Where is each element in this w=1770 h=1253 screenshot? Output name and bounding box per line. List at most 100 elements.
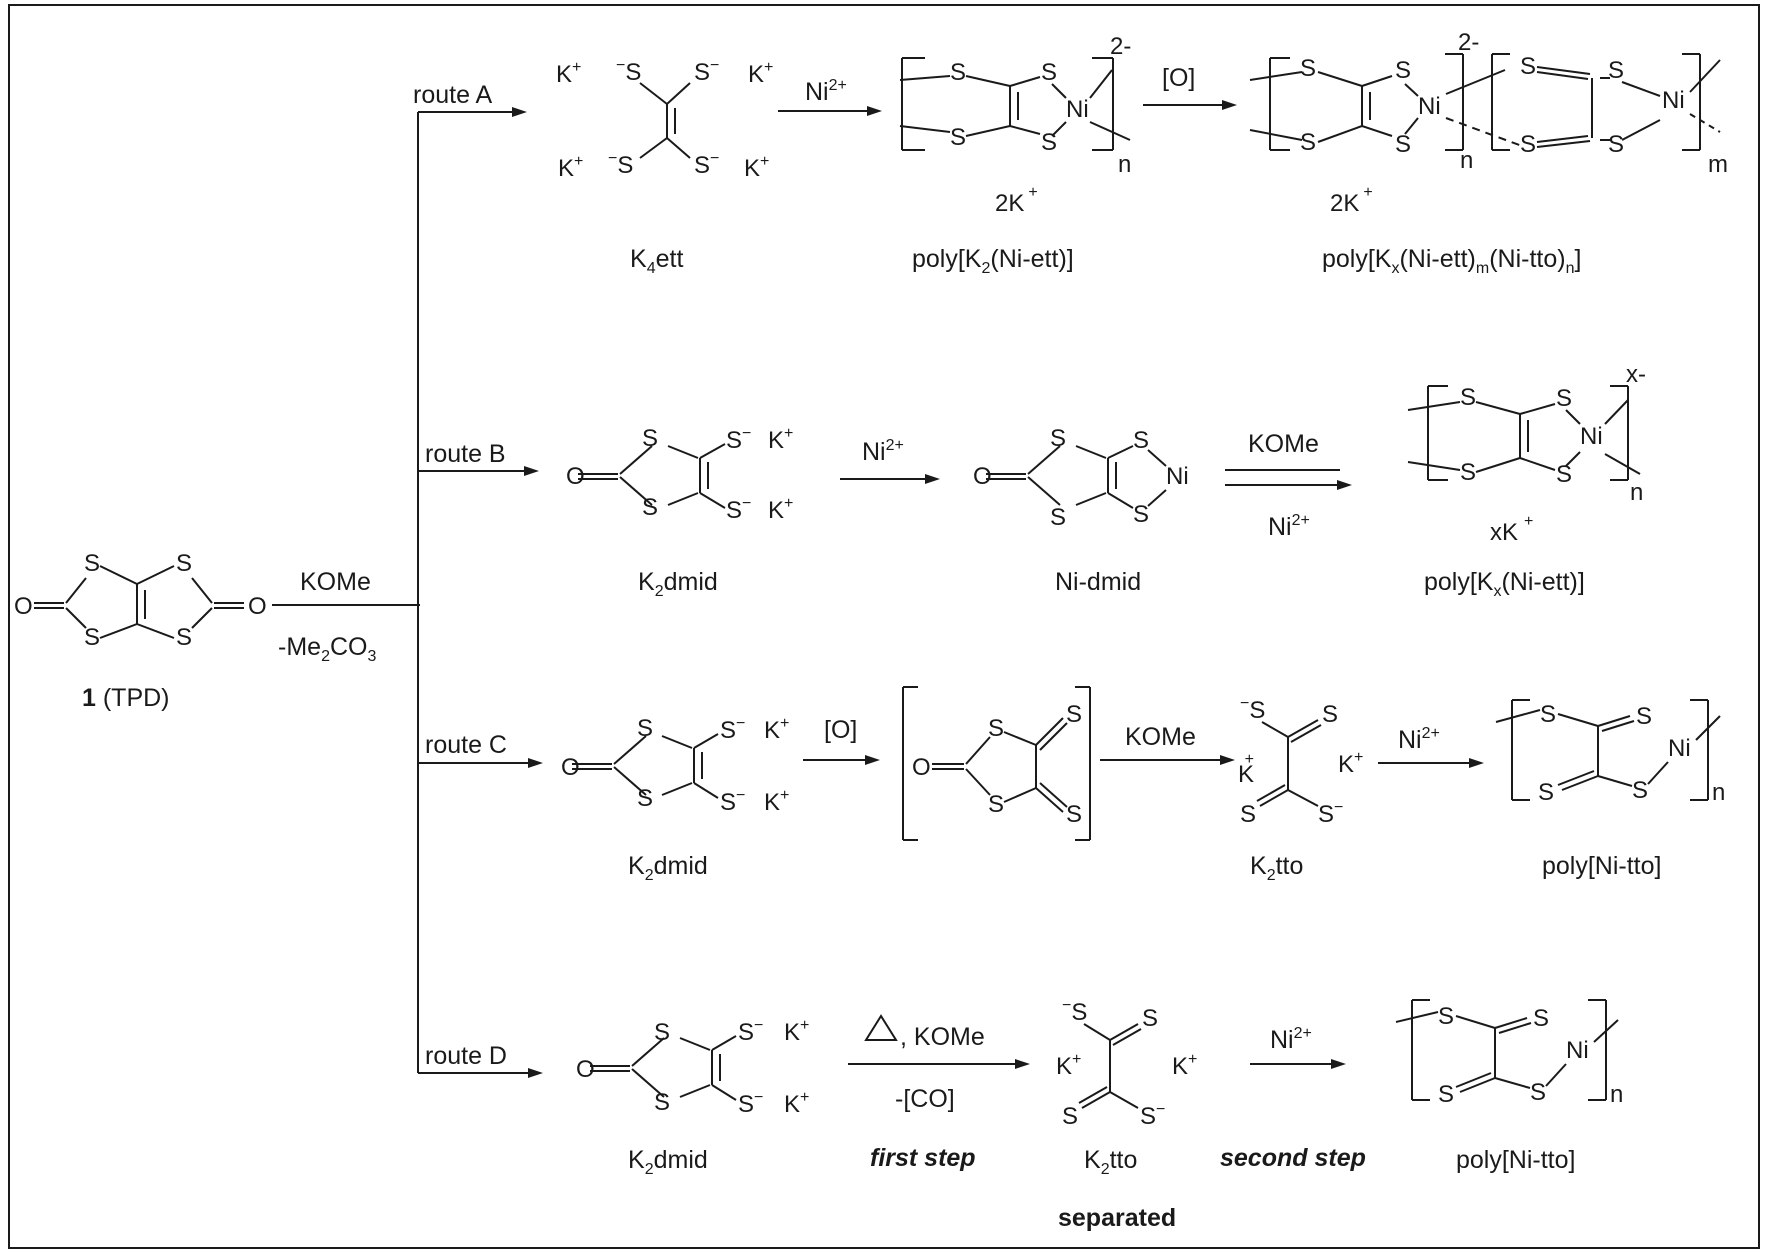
first-step-label: first step xyxy=(870,1144,976,1172)
svg-text:S−: S− xyxy=(694,57,719,86)
poly-kx-ni-ett-b: S S S S Ni x- n xK+ poly[Kx(Ni-ett)] xyxy=(1407,361,1646,600)
svg-text:S: S xyxy=(1395,57,1411,84)
svg-text:Ni: Ni xyxy=(1418,93,1441,120)
svg-text:Ni: Ni xyxy=(1566,1037,1589,1064)
poly-ni-tto-d-label: poly[Ni-tto] xyxy=(1456,1146,1575,1174)
svg-text:S: S xyxy=(654,1089,670,1116)
svg-text:route B: route B xyxy=(425,440,506,468)
svg-text:+K: +K xyxy=(1238,751,1254,788)
svg-text:S: S xyxy=(1050,504,1066,531)
k2tto-molecule-c: −S S S S− +K K+ K2tto xyxy=(1238,695,1363,884)
svg-text:Ni: Ni xyxy=(1668,735,1691,762)
svg-text:S: S xyxy=(1438,1003,1454,1030)
svg-text:S: S xyxy=(84,550,100,577)
svg-text:S: S xyxy=(642,425,658,452)
svg-text:S: S xyxy=(1066,701,1082,728)
arrow-b1: Ni2+ xyxy=(840,437,940,484)
svg-text:S: S xyxy=(1556,385,1572,412)
svg-text:S: S xyxy=(1632,777,1648,804)
svg-text:S: S xyxy=(1460,459,1476,486)
svg-text:−S: −S xyxy=(1062,997,1087,1026)
poly-k2-ni-ett-label: poly[K2(Ni-ett)] xyxy=(912,245,1074,277)
svg-text:S−: S− xyxy=(738,1089,763,1118)
poly-k2-ni-ett: S S S S Ni 2- n 2K+ poly[K2(Ni-ett)] xyxy=(899,33,1131,277)
k2dmid-label-b: K2dmid xyxy=(638,568,718,600)
svg-text:S: S xyxy=(642,494,658,521)
svg-text:S: S xyxy=(1322,701,1338,728)
svg-text:n: n xyxy=(1712,779,1725,806)
svg-text:S: S xyxy=(1300,55,1316,82)
poly-ni-tto-c-label: poly[Ni-tto] xyxy=(1542,852,1661,880)
reagent-me2co3: -Me2CO3 xyxy=(278,633,376,665)
k2tto-label-d: K2tto xyxy=(1084,1146,1137,1178)
arrow-a1: Ni2+ xyxy=(778,77,882,116)
poly-kx-ni-ett-ni-tto: S S S S Ni 2- n 2K+ S S S S xyxy=(1249,29,1728,277)
svg-text:route A: route A xyxy=(413,81,493,109)
svg-text:2K+: 2K+ xyxy=(1330,184,1373,217)
svg-text:x-: x- xyxy=(1626,361,1646,388)
svg-text:O: O xyxy=(566,463,585,490)
svg-text:S: S xyxy=(637,715,653,742)
svg-text:S: S xyxy=(1530,1079,1546,1106)
svg-text:K+: K+ xyxy=(748,59,773,88)
svg-text:K+: K+ xyxy=(558,153,583,182)
k2tto-label-c: K2tto xyxy=(1250,852,1303,884)
route-a-arrow: route A xyxy=(413,81,527,117)
k2dmid-label-c: K2dmid xyxy=(628,852,708,884)
svg-text:KOMe: KOMe xyxy=(1125,723,1196,751)
svg-text:[O]: [O] xyxy=(1162,64,1195,92)
k2dmid-molecule-c: O S S S− K+ S− K+ K2dmid xyxy=(561,715,789,884)
svg-text:S: S xyxy=(950,124,966,151)
route-c-arrow: route C xyxy=(418,731,543,768)
k4ett-label: K4ett xyxy=(630,245,683,277)
svg-text:Ni: Ni xyxy=(1580,423,1603,450)
svg-text:S: S xyxy=(654,1019,670,1046)
svg-text:S: S xyxy=(1395,131,1411,158)
svg-text:S: S xyxy=(1438,1081,1454,1108)
svg-text:S: S xyxy=(1050,425,1066,452)
svg-text:Ni2+: Ni2+ xyxy=(1398,725,1440,754)
svg-text:S: S xyxy=(1608,131,1624,158)
svg-text:S−: S− xyxy=(694,150,719,179)
svg-text:S: S xyxy=(1142,1005,1158,1032)
svg-text:−S: −S xyxy=(616,57,641,86)
svg-text:O: O xyxy=(576,1056,595,1083)
intermediate-bracket: O S S S S xyxy=(902,686,1091,841)
svg-text:n: n xyxy=(1630,479,1643,506)
k2dmid-label-d: K2dmid xyxy=(628,1146,708,1178)
svg-text:S−: S− xyxy=(726,495,751,524)
ni-dmid-label: Ni-dmid xyxy=(1055,568,1141,596)
svg-text:KOMe: KOMe xyxy=(1248,430,1319,458)
svg-text:K+: K+ xyxy=(784,1017,809,1046)
tpd-label: 1 (TPD) xyxy=(82,684,170,712)
svg-text:S: S xyxy=(988,715,1004,742)
svg-text:S: S xyxy=(988,791,1004,818)
svg-text:S: S xyxy=(1240,801,1256,828)
poly-kx-label: poly[Kx(Ni-ett)m(Ni-tto)n] xyxy=(1322,245,1581,277)
svg-text:Ni2+: Ni2+ xyxy=(862,437,904,466)
svg-text:S: S xyxy=(1066,801,1082,828)
svg-text:S−: S− xyxy=(1318,799,1343,828)
svg-text:Ni2+: Ni2+ xyxy=(805,77,847,106)
svg-text:n: n xyxy=(1118,151,1131,178)
scheme-frame xyxy=(8,4,1760,1249)
arrow-c2: KOMe xyxy=(1100,723,1235,765)
svg-text:S: S xyxy=(176,624,192,651)
svg-text:S−: S− xyxy=(1140,1101,1165,1130)
svg-text:S: S xyxy=(1460,384,1476,411)
svg-text:S−: S− xyxy=(726,425,751,454)
svg-text:O: O xyxy=(248,593,267,620)
arrow-c3: Ni2+ xyxy=(1378,725,1484,768)
svg-text:n: n xyxy=(1610,1081,1623,1108)
svg-text:Ni2+: Ni2+ xyxy=(1270,1025,1312,1054)
svg-text:-[CO]: -[CO] xyxy=(895,1085,955,1113)
svg-text:K+: K+ xyxy=(744,153,769,182)
svg-text:O: O xyxy=(561,754,580,781)
svg-text:K+: K+ xyxy=(768,495,793,524)
svg-text:S−: S− xyxy=(738,1017,763,1046)
svg-text:O: O xyxy=(14,593,33,620)
separated-label: separated xyxy=(1058,1204,1176,1232)
svg-text:m: m xyxy=(1708,151,1728,178)
svg-text:S: S xyxy=(1533,1005,1549,1032)
